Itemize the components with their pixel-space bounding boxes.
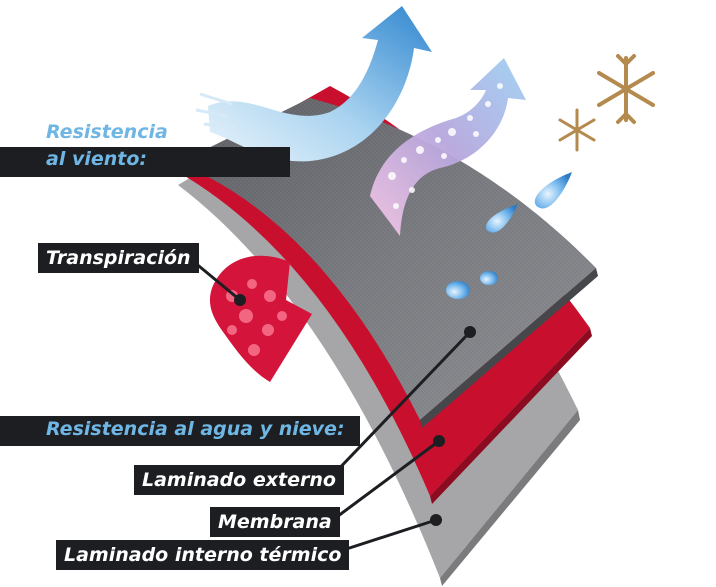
label-water: Resistencia al agua y nieve: (38, 414, 353, 444)
snowflake-icon (560, 110, 594, 150)
label-wind-line2: al viento: (46, 148, 147, 170)
label-wind: Resistencia al viento: (38, 117, 176, 175)
label-inner: Laminado interno térmico (56, 540, 349, 570)
water-bead-icon (446, 281, 470, 299)
label-membrane: Membrana (210, 507, 340, 537)
water-drop-icon (535, 172, 572, 208)
water-bead-icon (480, 271, 498, 285)
label-wind-line1: Resistencia (46, 121, 168, 143)
label-breath: Transpiración (38, 243, 199, 273)
label-outer: Laminado externo (134, 465, 344, 495)
snowflake-icon (599, 56, 653, 122)
